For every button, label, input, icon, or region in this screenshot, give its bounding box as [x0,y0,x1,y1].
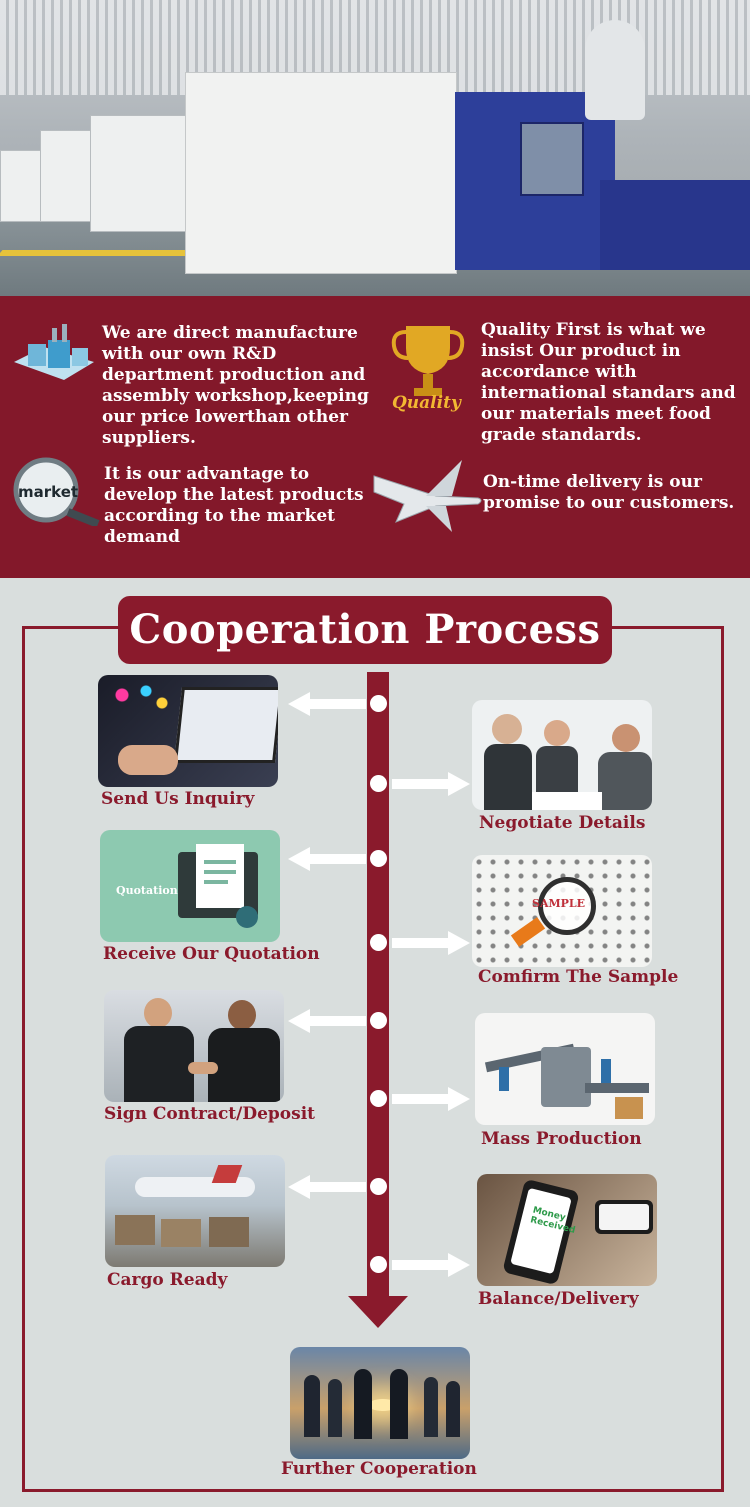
timeline-dot [370,1256,387,1273]
quality-badge: Quality [392,393,461,413]
machine-far-3 [90,115,192,232]
inquiry-laptop-image [98,675,278,787]
step-label-further: Further Cooperation [281,1459,477,1479]
negotiate-meeting-image [472,700,652,810]
factory-icon [14,324,94,380]
timeline-dot [370,1090,387,1107]
machine-hopper [585,20,645,120]
step-label-negotiate: Negotiate Details [479,813,646,833]
process-title: Cooperation Process [118,596,612,664]
production-line-image [475,1013,655,1125]
arrow-right-icon [392,1087,470,1111]
timeline-dot [370,934,387,951]
arrow-right-icon [392,1253,470,1277]
arrow-left-icon [288,692,366,716]
feature-quality-text: Quality First is what we insist Our prod… [481,320,736,445]
machine-blue-base [600,180,750,270]
timeline-dot [370,775,387,792]
machine-window [520,122,584,196]
feature-factory-text: We are direct manufacture with our own R… [102,323,369,448]
sample-image-text: SAMPLE [532,897,586,910]
contract-handshake-image [104,990,284,1102]
step-label-inquiry: Send Us Inquiry [101,789,255,809]
feature-market-text: It is our advantage to develop the lates… [104,464,364,547]
magnifier-icon [13,457,100,526]
timeline-dot [370,1178,387,1195]
airplane-icon [373,460,482,532]
step-label-sample: Comfirm The Sample [478,967,679,987]
trophy-icon [391,326,465,396]
feature-delivery-text: On-time delivery is our promise to our c… [483,472,735,513]
process-timeline [367,672,389,1300]
step-label-cargo: Cargo Ready [107,1270,228,1290]
arrow-left-icon [288,847,366,871]
arrow-left-icon [288,1175,366,1199]
payment-phone-image: Money Received [477,1174,657,1286]
cargo-airport-image [105,1155,285,1267]
further-cooperation-image [290,1347,470,1459]
arrow-left-icon [288,1009,366,1033]
quotation-image: Quotation [100,830,280,942]
timeline-arrow-icon [348,1296,408,1328]
market-badge: market [18,483,79,501]
quotation-image-text: Quotation [116,884,178,897]
timeline-dot [370,695,387,712]
step-label-production: Mass Production [481,1129,642,1149]
sample-image: SAMPLE [472,855,652,967]
timeline-dot [370,1012,387,1029]
factory-hero-photo [0,0,750,296]
step-label-quotation: Receive Our Quotation [103,944,320,964]
injection-machine [185,72,457,274]
timeline-dot [370,850,387,867]
features-band: We are direct manufacture with our own R… [0,296,750,578]
step-label-contract: Sign Contract/Deposit [104,1104,316,1124]
arrow-right-icon [392,772,470,796]
arrow-right-icon [392,931,470,955]
step-label-balance: Balance/Delivery [478,1289,639,1309]
